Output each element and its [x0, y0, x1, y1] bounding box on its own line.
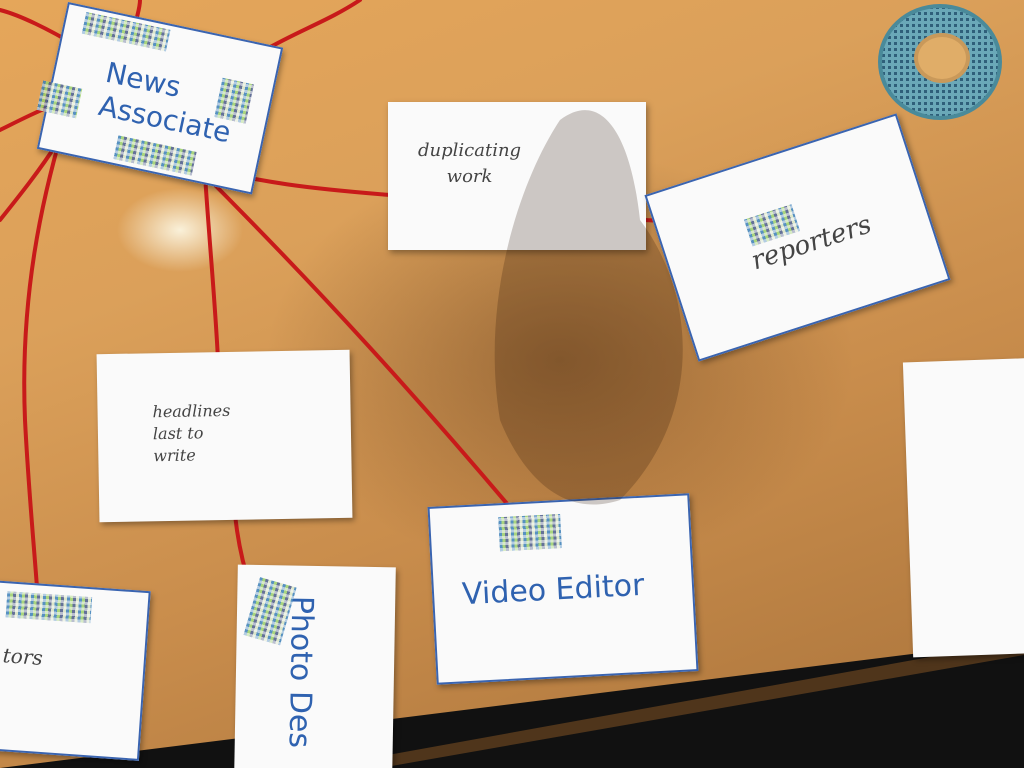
- table-edge-trim: [360, 640, 1024, 768]
- tape-roll: [878, 4, 1002, 120]
- yarn-strand: [198, 168, 527, 527]
- yarn-strand: [263, 0, 362, 52]
- yarn-strand: [203, 173, 220, 362]
- card-duplicating-work: duplicating work: [388, 102, 646, 250]
- card-duplicating-work-text: duplicating work: [418, 140, 522, 187]
